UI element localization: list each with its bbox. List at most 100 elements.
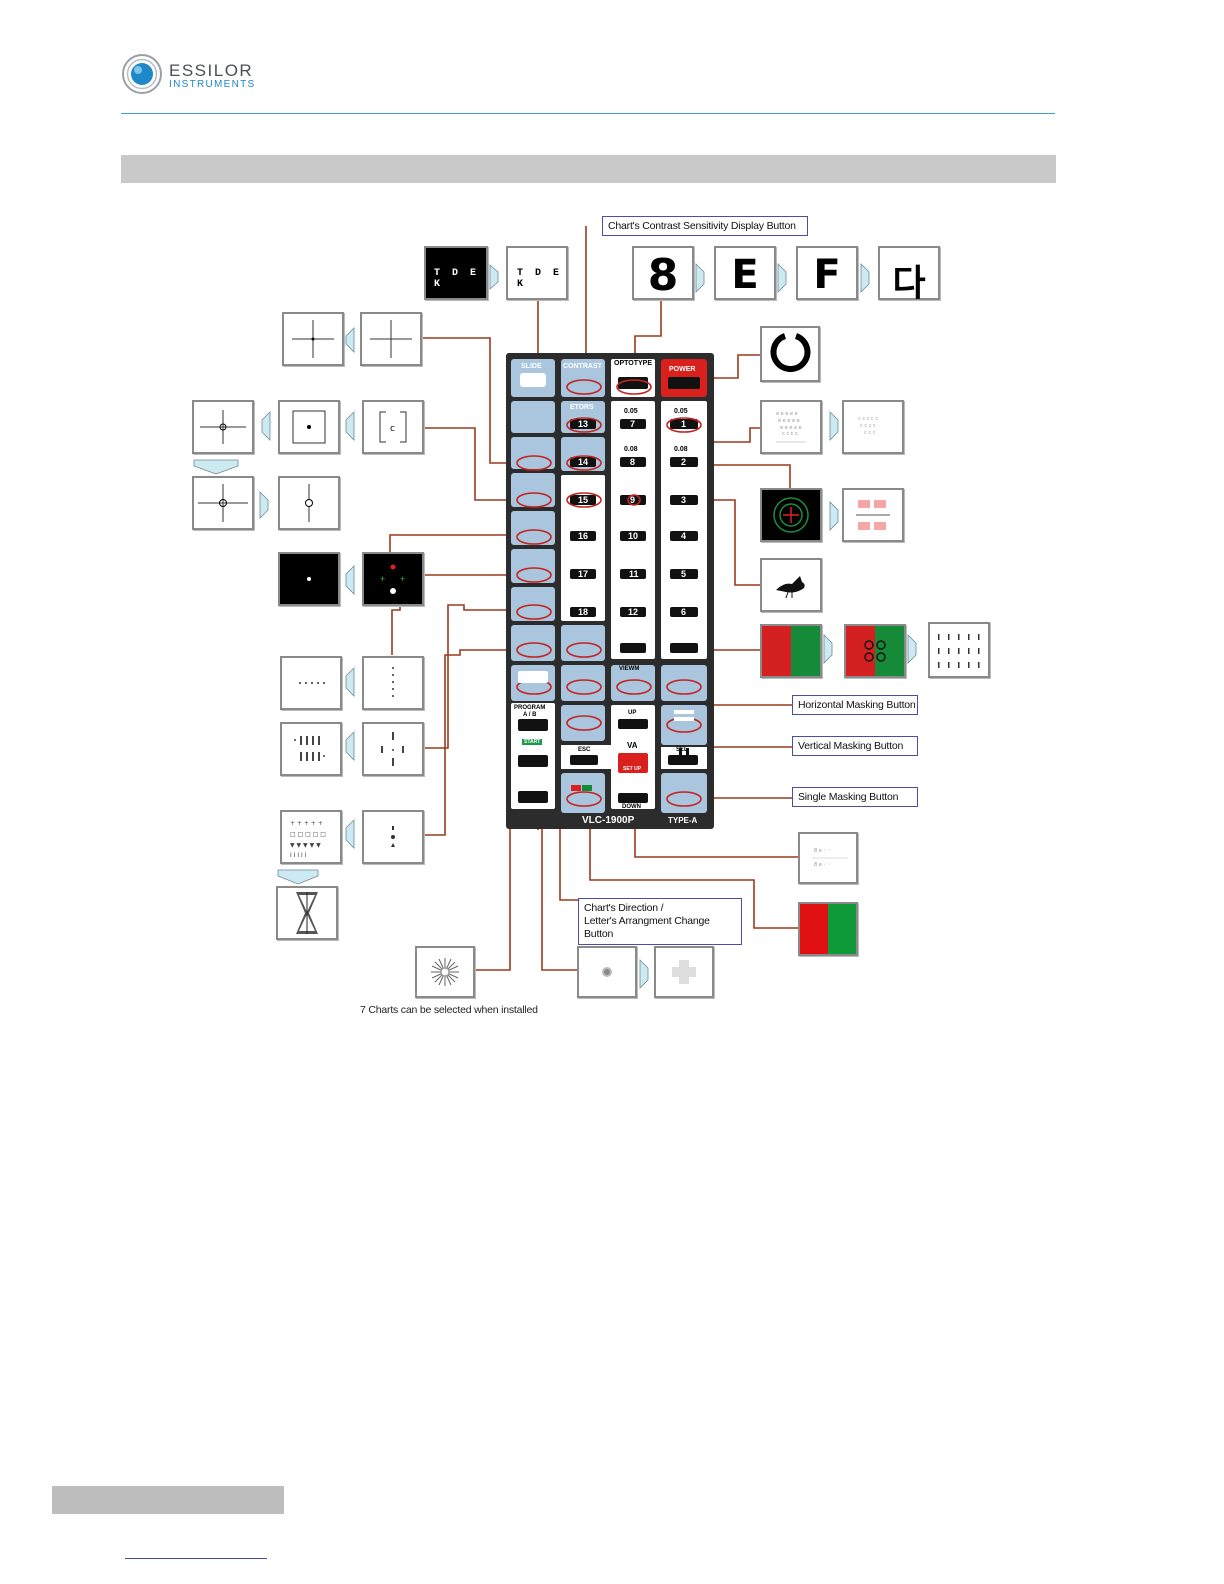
- svg-text:+: +: [400, 574, 405, 584]
- key-6[interactable]: 6: [681, 607, 687, 617]
- vertical-dots-icon: [392, 667, 394, 697]
- down-label: DOWN: [622, 804, 641, 810]
- svg-text:e e e e e: e e e e e: [776, 411, 798, 417]
- fixation-cross-icon: [200, 410, 246, 444]
- small-dot-grid-icon: [602, 967, 612, 977]
- key-4[interactable]: 4: [681, 531, 687, 541]
- svg-text:c: c: [390, 424, 395, 434]
- callout-direction-arrangement: Chart's Direction / Letter's Arrangment …: [578, 898, 742, 945]
- acuity-008-col4: 0.08: [674, 446, 688, 453]
- etdrs-chart-b-icon: c c c c cc c c cc c c: [858, 416, 878, 436]
- remote-controller-diagram: Chart's Contrast Sensitivity Display But…: [180, 210, 1010, 1030]
- essilor-logo: ESSILOR INSTRUMENTS: [121, 53, 271, 97]
- etdrs-chart-icon: e e e e ee e e e ee e e e ec c c c: [776, 411, 806, 443]
- key-9[interactable]: 9: [630, 495, 636, 505]
- horizontal-dots-icon: [299, 682, 325, 684]
- bar-cross-thumb: [362, 722, 424, 776]
- cross-b-icon: [370, 320, 412, 358]
- optotype-e: E: [731, 252, 759, 298]
- callout-direction-line1: Chart's Direction /: [584, 902, 664, 914]
- key-3[interactable]: 3: [681, 495, 687, 505]
- svg-text:c c c c: c c c c: [860, 423, 876, 429]
- type-label: TYPE-A: [668, 816, 698, 825]
- up-label: UP: [628, 710, 637, 716]
- red-green-circles-thumb: [844, 624, 906, 678]
- optotype-f: F: [813, 252, 841, 298]
- start-label: START: [522, 739, 543, 745]
- tick-grid-icon: [938, 634, 980, 668]
- svg-text:8 e ◦ ◦: 8 e ◦ ◦: [814, 848, 831, 854]
- cross-icon: [292, 320, 334, 358]
- red-green-text-thumb: [760, 624, 822, 678]
- brand-subtitle: INSTRUMENTS: [169, 79, 256, 90]
- key-15[interactable]: 15: [578, 495, 589, 505]
- key-2[interactable]: 2: [681, 457, 687, 467]
- key-7[interactable]: 7: [630, 419, 636, 429]
- fixation-cross-thumb: [192, 400, 254, 454]
- header-divider: [121, 113, 1055, 114]
- tdek-label: T D E K: [517, 268, 563, 290]
- key-13[interactable]: 13: [578, 419, 589, 429]
- optotype-korean: 다: [892, 263, 926, 304]
- optotype-e-thumb: E: [714, 246, 776, 300]
- cross-chart-b-thumb: [360, 312, 422, 366]
- landolt-c-thumb: [760, 326, 820, 382]
- callout-direction-line2: Letter's Arrangment Change Button: [584, 915, 710, 940]
- brand-name: ESSILOR: [169, 61, 254, 80]
- key-10[interactable]: 10: [628, 531, 639, 541]
- key-14[interactable]: 14: [578, 457, 589, 467]
- optotype-korean-thumb: 다: [878, 246, 940, 304]
- fine-letters-thumb: 8 e ◦ ◦8 e ◦ ◦: [798, 832, 858, 884]
- red-green-plain-thumb: [798, 902, 858, 956]
- black-dot-thumb: [278, 552, 340, 606]
- setup-label: SET UP: [623, 766, 642, 772]
- svg-text:I I I I I: I I I I I: [290, 852, 307, 859]
- bracket-c-icon: c: [379, 411, 407, 443]
- acuity-005-col4: 0.05: [674, 408, 688, 415]
- green-circle-thumb: [760, 488, 822, 542]
- hourglass-icon: [296, 892, 318, 934]
- etdrs-label: ETDRS: [570, 404, 594, 411]
- bird-icon: [776, 576, 805, 599]
- starburst-thumb: [415, 946, 475, 998]
- va-label: VA: [627, 741, 638, 750]
- svg-text:+: +: [380, 574, 385, 584]
- worth-four-dot-thumb: ++: [362, 552, 424, 606]
- callout-contrast-sensitivity: Chart's Contrast Sensitivity Display But…: [602, 216, 808, 236]
- hourglass-thumb: [276, 886, 338, 940]
- key-16[interactable]: 16: [578, 531, 589, 541]
- bar-pairs-thumb: [280, 722, 342, 776]
- svg-text:+ + + + +: + + + + +: [290, 820, 323, 827]
- svg-text:c c c c: c c c c: [782, 431, 798, 437]
- red-green-circles-icon: [846, 626, 904, 676]
- key-11[interactable]: 11: [629, 569, 639, 579]
- key-5[interactable]: 5: [681, 569, 687, 579]
- key-12[interactable]: 12: [628, 607, 639, 617]
- small-dot-grid-thumb: [577, 946, 637, 998]
- svg-text:▼ ▼ ▼ ▼ ▼: ▼ ▼ ▼ ▼ ▼: [290, 842, 321, 849]
- blurred-cross-thumb: [654, 946, 714, 998]
- worth-four-dot-icon: ++: [380, 564, 405, 594]
- red-green-text-icon: [762, 626, 820, 676]
- key-8[interactable]: 8: [630, 457, 636, 467]
- vertical-ring-icon: [305, 484, 313, 522]
- tdek-inverted-thumb: T D E K: [424, 246, 488, 300]
- horizontal-dots-thumb: [280, 656, 342, 710]
- svg-text:c c c: c c c: [864, 430, 876, 436]
- cross-chart-thumb: [282, 312, 344, 366]
- callout-vertical-masking: Vertical Masking Button: [792, 736, 918, 756]
- contrast-label: CONTRAST: [563, 363, 602, 370]
- tick-grid-thumb: [928, 622, 990, 678]
- key-18[interactable]: 18: [578, 607, 589, 617]
- bar-pairs-icon: [294, 736, 325, 761]
- square-dot-icon: [292, 410, 326, 444]
- blurred-cross-icon: [672, 960, 696, 984]
- essilor-logo-mark-icon: [122, 54, 162, 94]
- sel-label: SEL: [676, 747, 688, 753]
- symbol-letters-thumb: + + + + +□ □ □ □ □▼ ▼ ▼ ▼ ▼I I I I I: [280, 810, 342, 864]
- callout-single-masking: Single Masking Button: [792, 787, 918, 807]
- model-label: VLC-1900P: [582, 815, 635, 826]
- key-17[interactable]: 17: [578, 569, 589, 579]
- key-1[interactable]: 1: [681, 419, 687, 429]
- symbol-vertical-thumb: [362, 810, 424, 864]
